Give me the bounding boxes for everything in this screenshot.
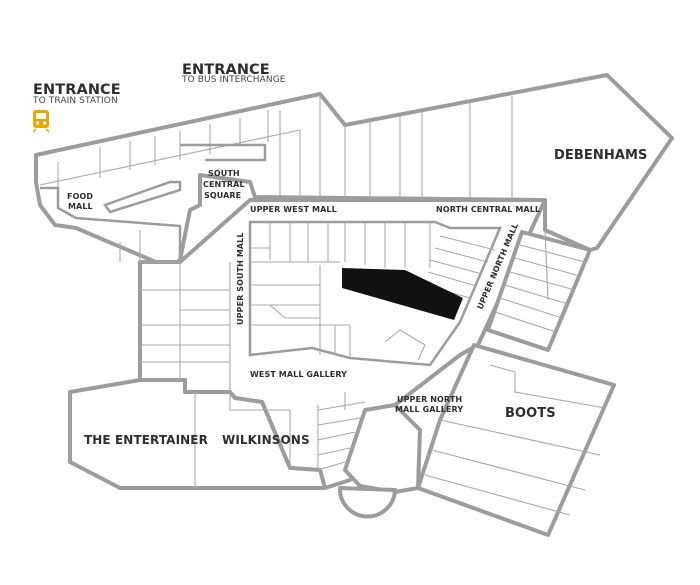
north-east-annexe <box>486 230 592 352</box>
upper-south-mall-label: UPPER SOUTH MALL <box>236 232 245 325</box>
store-wilkinsons[interactable]: WILKINSONS <box>222 433 310 447</box>
upper-north-mall-gallery-line-1: UPPER NORTH <box>397 395 462 404</box>
train-icon <box>32 110 50 133</box>
store-debenhams[interactable]: DEBENHAMS <box>554 148 647 163</box>
south-central-square-line-3: SQUARE <box>204 191 241 200</box>
south-central-square-line-1: SOUTH <box>208 169 240 178</box>
unit-dividers <box>39 94 606 516</box>
boots-block <box>416 343 616 537</box>
south-entrance-rotunda <box>337 486 397 519</box>
highlighted-unit[interactable] <box>342 268 463 320</box>
south-west-block <box>68 378 327 490</box>
train-entrance-subtitle: TO TRAIN STATION <box>32 96 118 106</box>
food-mall-line-1: FOOD <box>67 192 93 201</box>
store-the-entertainer[interactable]: THE ENTERTAINER <box>84 433 208 447</box>
upper-north-gallery-strip <box>343 403 422 494</box>
bus-entrance-title: ENTRANCE <box>182 62 270 78</box>
train-entrance-title: ENTRANCE <box>33 82 121 98</box>
west-mall-gallery-label: WEST MALL GALLERY <box>250 370 347 379</box>
upper-north-mall-gallery-line-2: MALL GALLERY <box>395 405 463 414</box>
food-mall-line-2: MALL <box>68 202 93 211</box>
bus-entrance-subtitle: TO BUS INTERCHANGE <box>181 75 286 85</box>
north-west-block <box>34 73 674 270</box>
north-central-mall-label: NORTH CENTRAL MALL <box>436 205 540 214</box>
south-central-square-line-2: CENTRAL <box>203 180 245 189</box>
store-boots[interactable]: BOOTS <box>505 406 556 421</box>
upper-west-mall-label: UPPER WEST MALL <box>250 205 337 214</box>
